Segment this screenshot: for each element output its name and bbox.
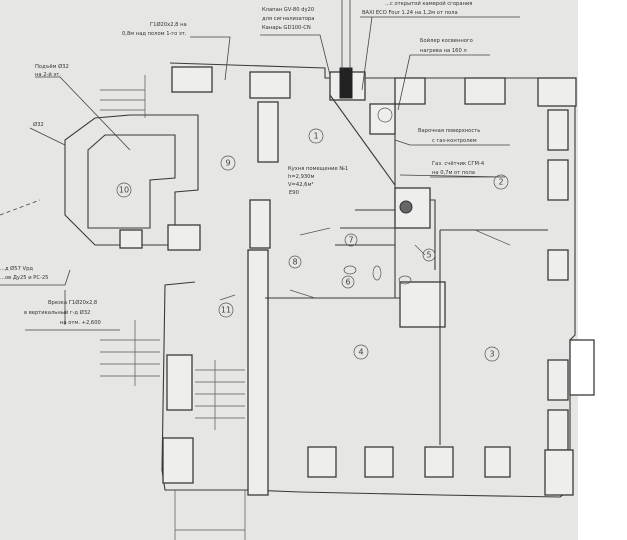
kitchen-note-line3: V=42,6м³ (288, 182, 313, 188)
tie-in-note-line3: на отм. +2,600 (60, 320, 101, 326)
room-7-label: 7 (344, 233, 358, 247)
svg-text:9: 9 (225, 159, 230, 168)
room-11-label: 11 (218, 302, 234, 318)
svg-text:5: 5 (426, 251, 431, 260)
boiler-note-line1: ...с открытой камерой сгорания (385, 0, 472, 7)
water-heater-note-line2: нагрева на 160 л (420, 48, 467, 54)
valve-note-line3: Канарь GD100-CN (262, 25, 311, 31)
annotations: Клапан GV-80 dy20 для сигнализатора Кана… (0, 0, 485, 326)
left-pipe-note-line1: ...д Ø57 Vрд (0, 265, 33, 272)
gas-pipe-note-line2: 0,8м над полом 1-го эт. (122, 31, 187, 37)
riser-note-line2: на 2-й эт. (35, 71, 61, 78)
stairs (100, 320, 246, 540)
room-4-label: 4 (353, 344, 369, 360)
pipe-d32-note: Ø32 (33, 121, 44, 128)
left-pipe-note-line2: ...ов Ду25 и РС-25 (0, 275, 48, 281)
svg-text:8: 8 (292, 258, 297, 267)
cooktop-note-line1: Варочная поверхность (418, 128, 480, 134)
room-10-outline (64, 75, 201, 251)
room-8-label: 8 (288, 255, 302, 269)
gas-pipe-note-line1: Г1Ø20х2,8 на (150, 21, 187, 28)
room-5-label: 5 (422, 248, 436, 262)
room-numbers: 1 2 3 4 5 6 7 8 9 10 11 (116, 128, 509, 362)
valve-note-line1: Клапан GV-80 dy20 (262, 7, 314, 13)
room-1-label: 1 (308, 128, 324, 144)
svg-text:4: 4 (358, 348, 363, 357)
kitchen-note-line2: h=2,930м (288, 174, 314, 180)
room-3-label: 3 (484, 346, 500, 362)
svg-text:6: 6 (345, 278, 350, 287)
room-10-label: 10 (116, 182, 132, 198)
kitchen-note-line1: Кухня помещение №1 (288, 166, 348, 172)
cooktop-note-line2: с газ-контролем (432, 138, 477, 144)
svg-text:10: 10 (119, 186, 129, 195)
svg-text:11: 11 (221, 306, 231, 315)
tie-in-note-line2: в вертикальный г-д Ø32 (24, 309, 90, 316)
gas-meter-note-line2: на 0,7м от пола (432, 170, 475, 176)
boiler-note-line2: BAXI ECO Four 1.24 на 1,2м от пола (362, 10, 458, 16)
room-9-label: 9 (220, 155, 236, 171)
svg-text:2: 2 (498, 178, 503, 187)
leader-lines (0, 0, 520, 331)
room-6-label: 6 (341, 275, 355, 289)
valve-note-line2: для сигнализатора (262, 16, 314, 22)
room-2-label: 2 (493, 174, 509, 190)
tie-in-note-line1: Врезка Г1Ø20х2,8 (48, 299, 97, 306)
riser-note-line1: Подъём Ø32 (35, 63, 69, 70)
kitchen-note-line4: E90 (289, 190, 299, 196)
gas-meter-note-line1: Газ. счётчик СГМ-4 (432, 161, 485, 167)
svg-text:3: 3 (489, 350, 494, 359)
interior-walls (219, 67, 548, 445)
svg-text:1: 1 (313, 132, 318, 141)
water-heater-note-line1: Бойлер косвенного (420, 37, 473, 44)
svg-text:7: 7 (348, 236, 353, 245)
